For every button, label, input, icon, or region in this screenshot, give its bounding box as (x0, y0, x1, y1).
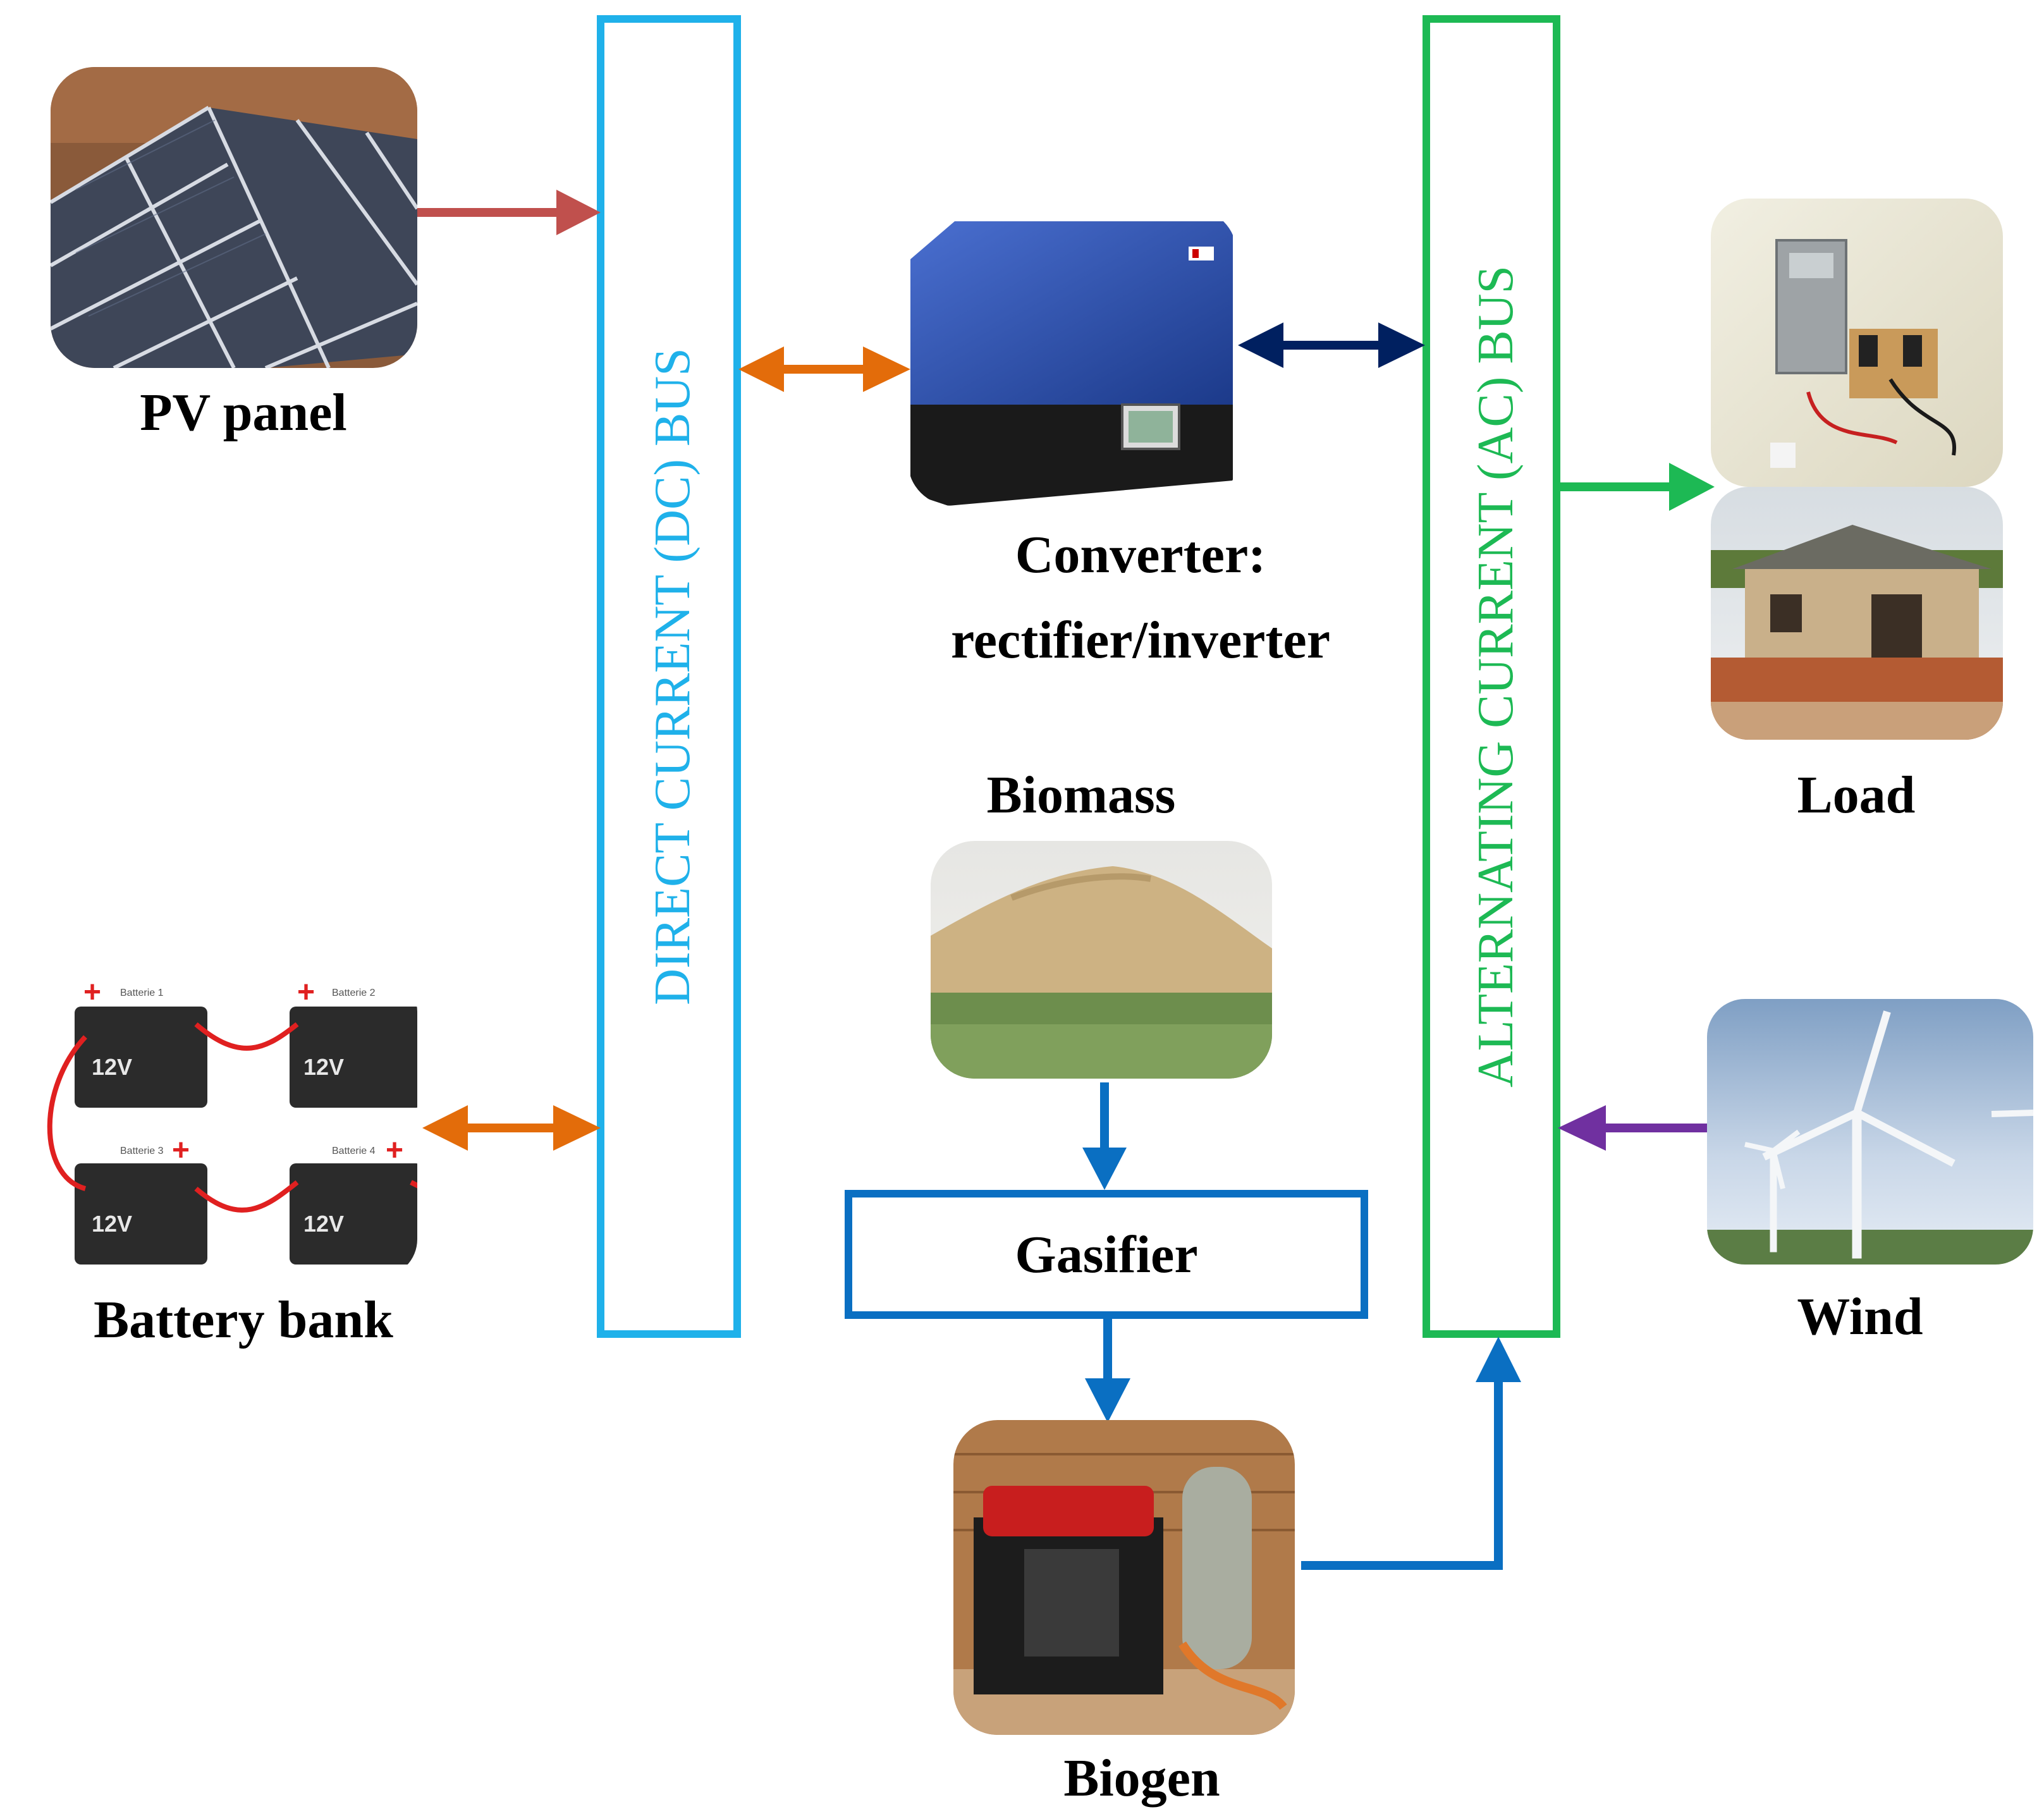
wind-turbine-photo (1707, 999, 2033, 1265)
gasifier-box (845, 1190, 1368, 1319)
ac-bus-label: ALTERNATING CURRENT (AC) BUS (1468, 266, 1524, 1087)
house-load-photo (1711, 199, 2003, 740)
battery-name-1: Batterie 1 (120, 988, 164, 998)
battery-name-4: Batterie 4 (332, 1146, 376, 1156)
biomass-pile-photo (931, 841, 1272, 1079)
solar-panel-photo (51, 67, 417, 368)
ac-bus-box (1423, 15, 1560, 1338)
inverter-photo (908, 209, 1237, 506)
biogen-label: Biogen (1063, 1749, 1220, 1808)
battery-bank-photo: 12V 12V 12V 12V Batterie 1 Batterie 2 Ba… (39, 974, 417, 1277)
svg-text:+: + (386, 1134, 403, 1167)
battery-bank-label: Battery bank (94, 1290, 393, 1349)
biomass-label: Biomass (987, 766, 1176, 824)
battery-name-3: Batterie 3 (120, 1146, 164, 1156)
svg-text:+: + (297, 976, 315, 1009)
battery-voltage-3: 12V (92, 1211, 132, 1237)
gasifier-label: Gasifier (1015, 1225, 1197, 1284)
battery-name-2: Batterie 2 (332, 988, 376, 998)
svg-text:+: + (172, 1134, 190, 1167)
wind-label: Wind (1797, 1287, 1923, 1346)
battery-voltage-1: 12V (92, 1054, 132, 1080)
battery-voltage-2: 12V (303, 1054, 344, 1080)
generator-photo (953, 1420, 1295, 1735)
dc-bus-label: DIRECT CURRENT (DC) BUS (645, 348, 701, 1005)
converter-label-line1: Converter: (1015, 525, 1266, 584)
load-label: Load (1797, 766, 1916, 824)
pv-panel-label: PV panel (140, 383, 347, 442)
dc-bus-box (597, 15, 741, 1338)
biogen-ac-arrow (1301, 1378, 1503, 1570)
svg-text:+: + (83, 976, 101, 1009)
converter-label-line2: rectifier/inverter (951, 611, 1330, 670)
battery-voltage-4: 12V (303, 1211, 344, 1237)
